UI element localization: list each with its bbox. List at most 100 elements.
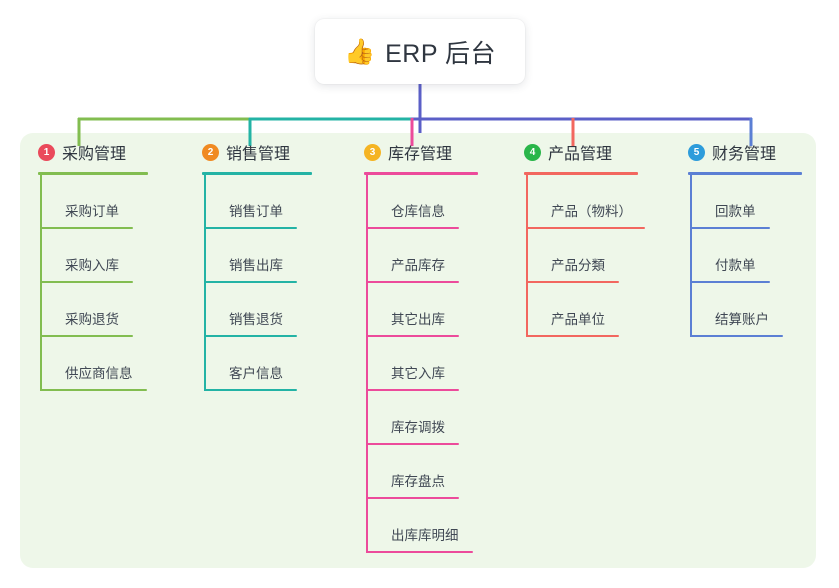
list-item-label: 销售退货 (229, 312, 283, 327)
root-node[interactable]: 👍 ERP 后台 (315, 19, 525, 84)
list-item-label: 销售出库 (229, 258, 283, 273)
list-item-underline (366, 443, 459, 445)
branch-spine (40, 175, 42, 391)
category-items: 回款单付款单结算账户 (688, 175, 839, 337)
list-item-underline (366, 389, 459, 391)
list-item-underline (204, 335, 297, 337)
list-item-label: 客户信息 (229, 366, 283, 381)
list-item-underline (526, 227, 645, 229)
category-header[interactable]: 3 库存管理 (364, 133, 524, 171)
category-underline (38, 172, 148, 175)
list-item-label: 其它出库 (391, 312, 445, 327)
list-item[interactable]: 客户信息 (202, 337, 362, 391)
list-item[interactable]: 产品单位 (524, 283, 684, 337)
category-items: 采购订单采购入库采购退货供应商信息 (38, 175, 198, 391)
category-header[interactable]: 1 采购管理 (38, 133, 198, 171)
category-header[interactable]: 2 销售管理 (202, 133, 362, 171)
category-header[interactable]: 5 财务管理 (688, 133, 839, 171)
category-column-2: 2 销售管理销售订单销售出库销售退货客户信息 (202, 133, 362, 391)
list-item-label: 产品库存 (391, 258, 445, 273)
list-item[interactable]: 采购退货 (38, 283, 198, 337)
list-item-underline (40, 227, 133, 229)
list-item-underline (204, 227, 297, 229)
list-item[interactable]: 库存调拨 (364, 391, 524, 445)
list-item[interactable]: 销售退货 (202, 283, 362, 337)
list-item-label: 库存调拨 (391, 420, 445, 435)
category-column-4: 4 产品管理产品（物料） 产品分類产品单位 (524, 133, 684, 337)
list-item-label: 仓库信息 (391, 204, 445, 219)
list-item[interactable]: 销售订单 (202, 175, 362, 229)
list-item[interactable]: 仓库信息 (364, 175, 524, 229)
list-item-underline (366, 281, 459, 283)
category-column-5: 5 财务管理回款单付款单结算账户 (688, 133, 839, 337)
list-item[interactable]: 产品（物料） (524, 175, 684, 229)
list-item-underline (526, 281, 619, 283)
list-item-underline (366, 227, 459, 229)
list-item-underline (204, 389, 297, 391)
list-item-underline (526, 335, 619, 337)
list-item-label: 采购退货 (65, 312, 119, 327)
category-underline (364, 172, 478, 175)
list-item-underline (366, 497, 459, 499)
list-item-label: 产品分類 (551, 258, 605, 273)
list-item-label: 出库库明细 (391, 528, 459, 543)
category-title: 财务管理 (712, 146, 777, 163)
category-title: 库存管理 (388, 146, 453, 163)
list-item[interactable]: 产品库存 (364, 229, 524, 283)
diagram-panel (20, 133, 816, 568)
page-title: ERP 后台 (385, 39, 497, 68)
category-underline (524, 172, 638, 175)
category-title: 采购管理 (62, 146, 127, 163)
list-item-label: 其它入库 (391, 366, 445, 381)
category-number-badge: 1 (38, 143, 55, 161)
category-number-badge: 3 (364, 143, 381, 161)
list-item[interactable]: 出库库明细 (364, 499, 524, 553)
list-item[interactable]: 销售出库 (202, 229, 362, 283)
list-item-underline (366, 335, 459, 337)
list-item[interactable]: 产品分類 (524, 229, 684, 283)
category-number-badge: 4 (524, 143, 541, 161)
list-item-underline (690, 281, 770, 283)
category-header[interactable]: 4 产品管理 (524, 133, 684, 171)
list-item-label: 销售订单 (229, 204, 283, 219)
branch-spine (690, 175, 692, 337)
list-item-label: 库存盘点 (391, 474, 445, 489)
branch-spine (204, 175, 206, 391)
list-item-underline (366, 551, 473, 553)
category-title: 产品管理 (548, 146, 613, 163)
thumbs-up-icon: 👍 (343, 38, 376, 66)
list-item[interactable]: 库存盘点 (364, 445, 524, 499)
list-item[interactable]: 供应商信息 (38, 337, 198, 391)
list-item-underline (690, 335, 783, 337)
category-items: 仓库信息产品库存其它出库其它入库库存调拨库存盘点出库库明细 (364, 175, 524, 553)
category-underline (688, 172, 802, 175)
list-item-label: 结算账户 (715, 312, 769, 327)
category-title: 销售管理 (226, 146, 291, 163)
list-item-underline (40, 281, 133, 283)
category-items: 销售订单销售出库销售退货客户信息 (202, 175, 362, 391)
list-item-label: 回款单 (715, 204, 756, 219)
branch-spine (526, 175, 528, 337)
list-item-label: 采购订单 (65, 204, 119, 219)
list-item-label: 付款单 (715, 258, 756, 273)
branch-spine (366, 175, 368, 553)
list-item[interactable]: 其它入库 (364, 337, 524, 391)
category-number-badge: 2 (202, 143, 219, 161)
list-item[interactable]: 付款单 (688, 229, 839, 283)
category-items: 产品（物料） 产品分類产品单位 (524, 175, 684, 337)
category-number-badge: 5 (688, 143, 705, 161)
category-underline (202, 172, 312, 175)
list-item[interactable]: 结算账户 (688, 283, 839, 337)
list-item[interactable]: 采购订单 (38, 175, 198, 229)
list-item-underline (40, 335, 133, 337)
list-item-label: 供应商信息 (65, 366, 133, 381)
list-item-label: 产品单位 (551, 312, 605, 327)
list-item-label: 产品（物料） (551, 204, 632, 219)
list-item[interactable]: 采购入库 (38, 229, 198, 283)
category-column-3: 3 库存管理仓库信息产品库存其它出库其它入库库存调拨库存盘点出库库明细 (364, 133, 524, 553)
list-item-underline (204, 281, 297, 283)
list-item[interactable]: 其它出库 (364, 283, 524, 337)
list-item-underline (40, 389, 147, 391)
list-item[interactable]: 回款单 (688, 175, 839, 229)
